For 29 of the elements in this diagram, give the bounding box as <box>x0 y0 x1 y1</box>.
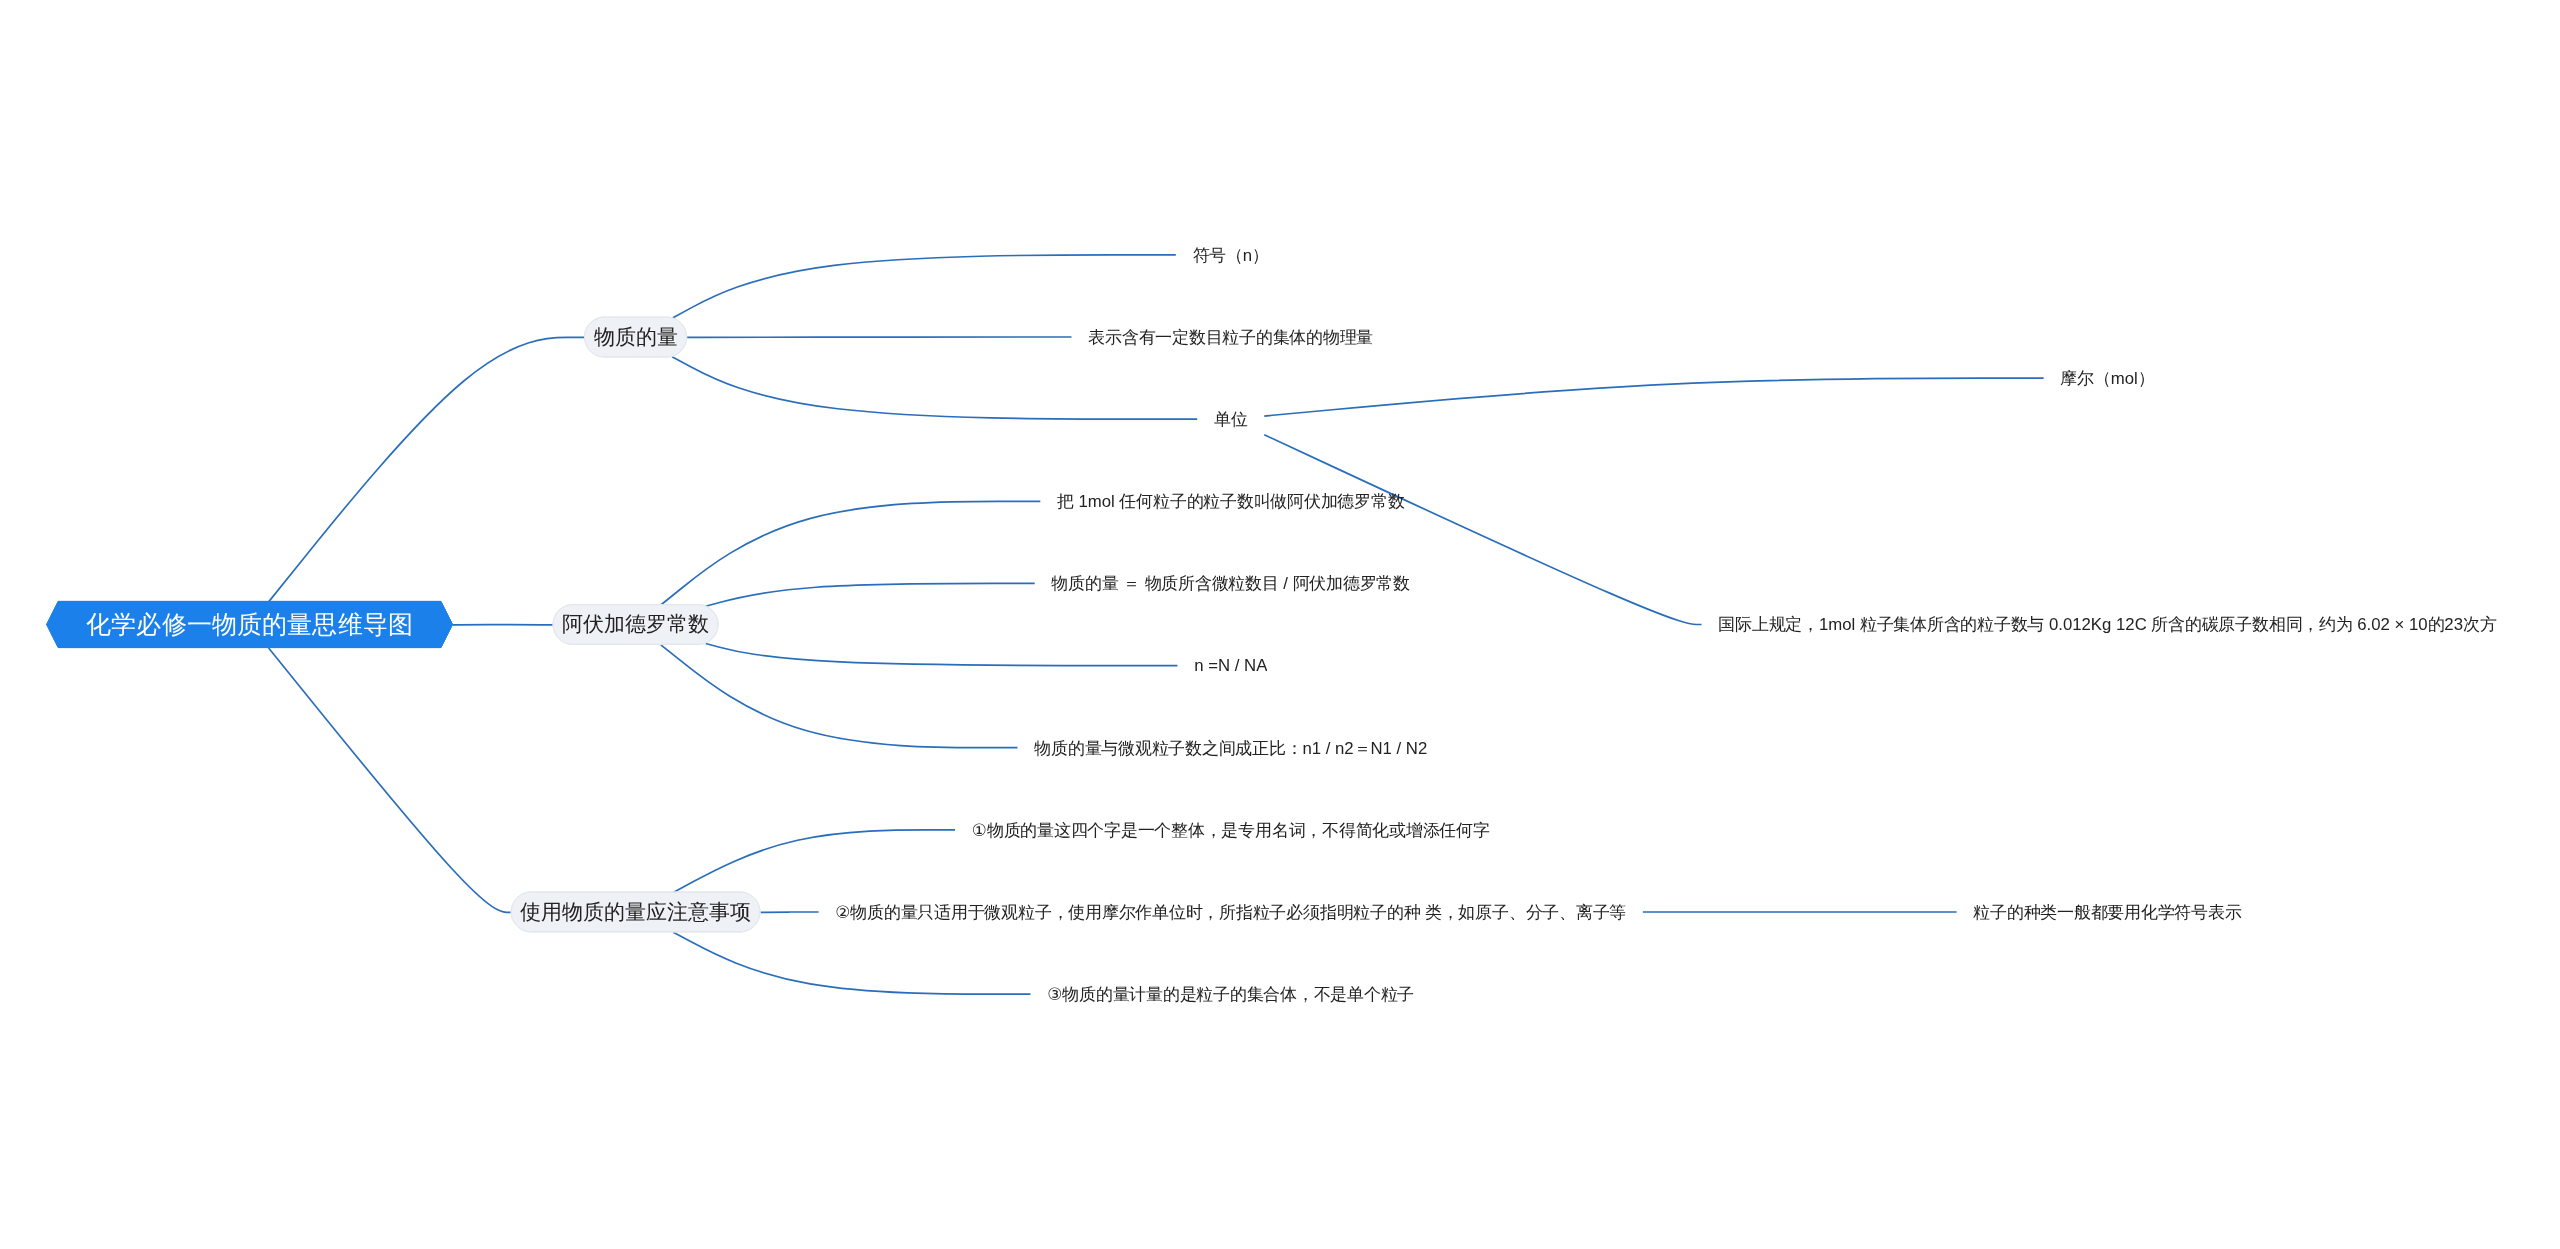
connector <box>1263 377 2045 417</box>
connector <box>704 642 1179 667</box>
connector <box>659 500 1042 606</box>
node-text: 符号（n） <box>1192 245 1269 265</box>
node-text: 粒子的种类一般都要用化学符号表示 <box>1973 902 2242 922</box>
connector <box>672 931 1032 995</box>
connector <box>686 336 1073 339</box>
node-text: 物质的量与微观粒子数之间成正比：n1 / n2＝N1 / N2 <box>1034 738 1428 757</box>
node-text: ③物质的量计量的是粒子的集合体，不是单个粒子 <box>1047 984 1415 1004</box>
node-text: 摩尔（mol） <box>2060 368 2155 388</box>
connector <box>267 647 513 914</box>
connector <box>452 623 555 626</box>
connector <box>672 829 956 894</box>
node-text: 国际上规定，1mol 粒子集体所含的粒子数与 0.012Kg 12C 所含的碳原子数相同，约为 6.02 × 10的23次方 <box>1718 615 2497 634</box>
node-text: ①物质的量这四个字是一个整体，是专用名词，不得简化或增添任何字 <box>971 820 1490 840</box>
connector <box>759 911 820 914</box>
node-text: n =N / NA <box>1194 656 1268 675</box>
connector <box>671 355 1199 420</box>
connector <box>704 582 1036 608</box>
connector <box>267 336 586 603</box>
node-text: 单位 <box>1213 409 1248 429</box>
connector <box>1263 433 1703 626</box>
connector <box>659 644 1019 749</box>
connector <box>671 254 1177 319</box>
node-text: 物质的量 ＝ 物质所含微粒数目 / 阿伏加德罗常数 <box>1051 574 1411 593</box>
connector <box>1642 911 1958 913</box>
node-text: 把 1mol 任何粒子的粒子数叫做阿伏加德罗常数 <box>1057 492 1405 511</box>
node-text: 表示含有一定数目粒子的集体的物理量 <box>1088 327 1374 347</box>
node-text: ②物质的量只适用于微观粒子，使用摩尔作单位时，所指粒子必须指明粒子的种 类，如原子、分子、离子等 <box>835 902 1627 922</box>
